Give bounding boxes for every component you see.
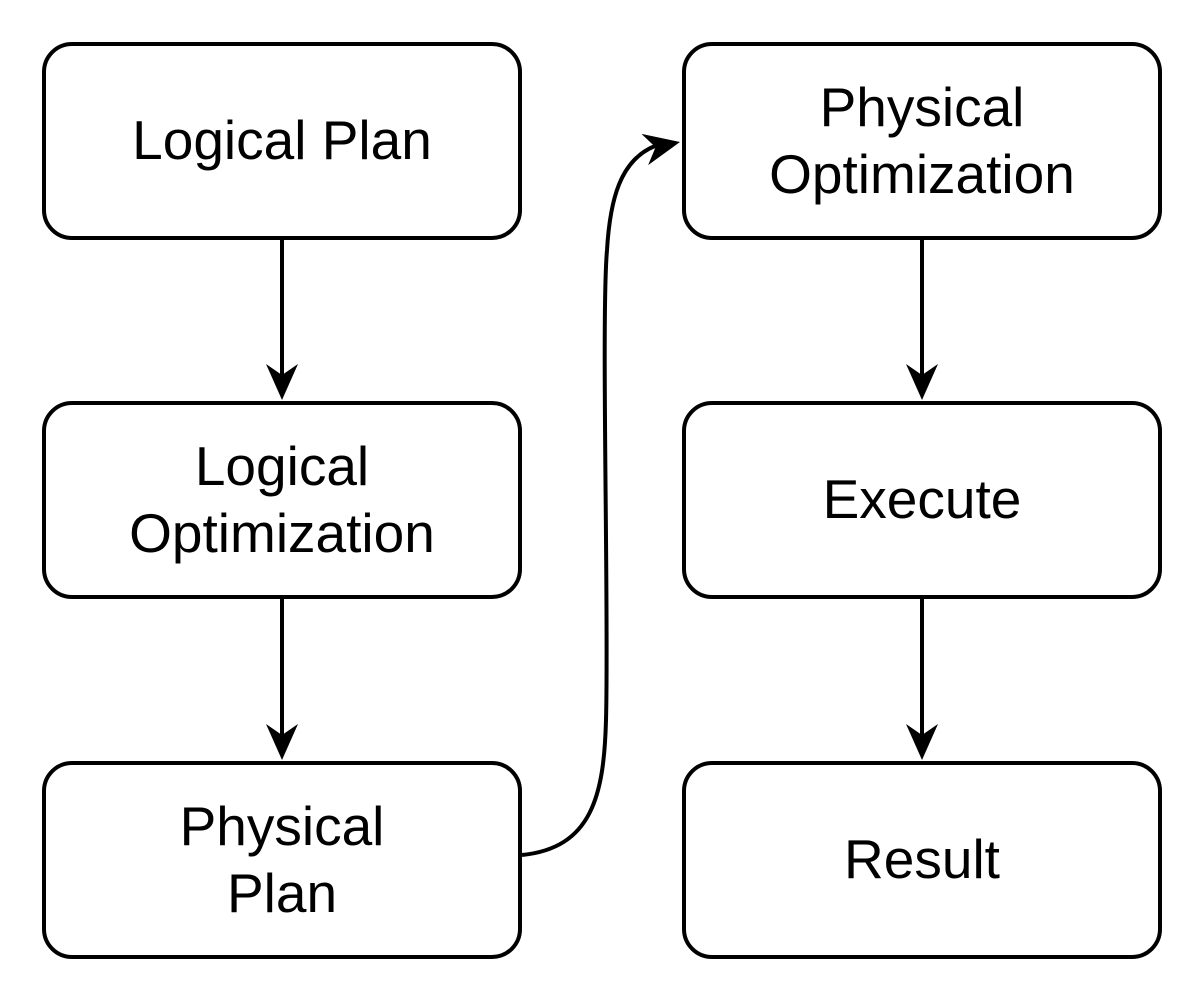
node-physical-optimization: Physical Optimization (682, 42, 1162, 240)
edge-logical-plan-to-logical-optimization (266, 240, 298, 400)
edge-line (521, 144, 656, 857)
node-label: Result (844, 828, 1000, 891)
node-execute: Execute (682, 401, 1162, 599)
node-logical-optimization: Logical Optimization (42, 401, 522, 599)
arrowhead-icon (906, 724, 938, 760)
node-label: Physical Optimization (769, 75, 1075, 205)
edge-physical-plan-to-physical-optimization (521, 133, 680, 857)
node-label: Execute (822, 468, 1022, 531)
edge-physical-optimization-to-execute (906, 240, 938, 400)
arrowhead-icon (906, 364, 938, 400)
arrowhead-icon (641, 133, 680, 166)
edge-execute-to-result (906, 599, 938, 760)
arrowhead-icon (266, 364, 298, 400)
node-label: Physical Plan (179, 794, 385, 924)
node-logical-plan: Logical Plan (42, 42, 522, 240)
arrowhead-icon (266, 724, 298, 760)
node-physical-plan: Physical Plan (42, 761, 522, 959)
node-label: Logical Plan (132, 109, 432, 172)
node-result: Result (682, 761, 1162, 959)
edge-logical-optimization-to-physical-plan (266, 599, 298, 760)
node-label: Logical Optimization (129, 434, 435, 564)
